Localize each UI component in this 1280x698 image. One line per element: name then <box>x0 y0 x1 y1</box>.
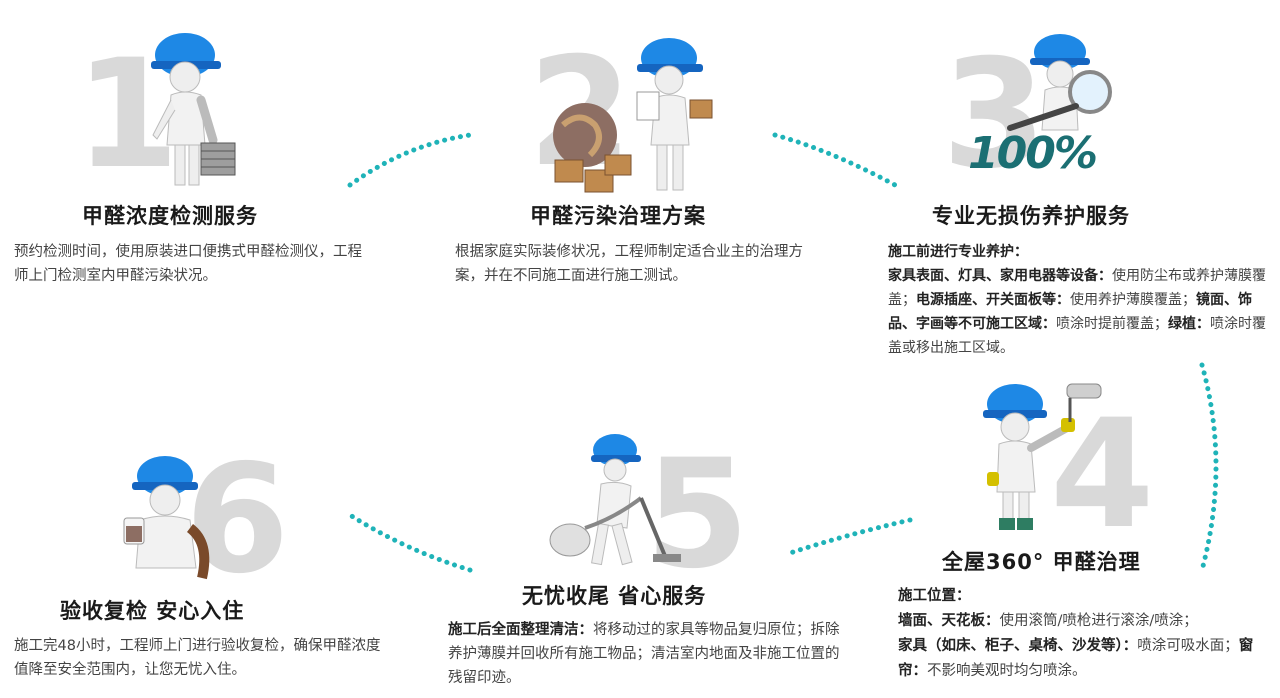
desc-bold-1: 家具表面、灯具、家用电器等设备： <box>888 268 1112 284</box>
desc-text-2: 喷涂可吸水面； <box>1137 638 1239 654</box>
desc-bold-2: 家具（如床、柜子、桌椅、沙发等）： <box>898 638 1138 654</box>
step-title: 甲醛浓度检测服务 <box>82 204 258 228</box>
desc-bold-3: 镜面、饰品、字画等不可施工区域： <box>888 292 1252 332</box>
step-title: 甲醛污染治理方案 <box>530 204 706 228</box>
desc-text-1: 使用防尘布或养护薄膜覆盖； <box>888 268 1266 308</box>
step-description: 预约检测时间，使用原装进口便携式甲醛检测仪，工程师上门检测室内甲醛污染状况。 <box>14 244 362 284</box>
step-title: 专业无损伤养护服务 <box>932 204 1130 228</box>
step-description: 根据家庭实际装修状况，工程师制定适合业主的治理方案，并在不同施工面进行施工测试。 <box>455 244 803 284</box>
desc-bold-1: 施工后全面整理清洁： <box>448 622 593 638</box>
desc-bold-4: 绿植： <box>1168 316 1210 332</box>
step-number: 3 <box>942 28 1047 202</box>
connector-3-4 <box>1199 362 1219 573</box>
desc-bold-3: 窗帘： <box>898 638 1254 679</box>
desc-bold-2: 电源插座、开关面板等： <box>916 292 1070 308</box>
worker-magnifier-icon <box>1007 34 1112 131</box>
step-description: 施工后全面整理清洁：将移动过的家具等物品复归原位；拆除养护薄膜并回收所有施工物品… <box>448 618 843 690</box>
step-3: 3 100% 专业无损伤养护服务 施工前进行专业养护： 家具表面、灯具、家用电器… <box>880 0 1280 360</box>
desc-text-4: 喷涂时覆盖或移出施工区域。 <box>888 316 1266 356</box>
step-description: 施工前进行专业养护： 家具表面、灯具、家用电器等设备：使用防尘布或养护薄膜覆盖；… <box>888 240 1273 360</box>
desc-bold-1: 墙面、天花板： <box>898 613 1000 629</box>
desc-text-1: 将移动过的家具等物品复归原位；拆除养护薄膜并回收所有施工物品；清洁室内地面及非施… <box>448 622 840 686</box>
step-1: 1 甲醛浓度检测服务 预约检测时间，使用原装进口便携式甲醛检测仪，工程师上门检测… <box>0 0 420 320</box>
step-6: 6 验收复检 安心入住 施工完48小时，工程师上门进行验收复检，确保甲醛浓度值降… <box>0 400 420 698</box>
connector-2-3 <box>772 132 898 188</box>
worker-toolbox-icon <box>151 33 236 186</box>
step-title: 全屋360° 甲醛治理 <box>942 550 1141 574</box>
worker-vacuum-icon <box>549 434 681 566</box>
step-number: 5 <box>645 428 750 602</box>
desc-text-3: 喷涂时提前覆盖； <box>1056 316 1168 332</box>
step-title: 验收复检 安心入住 <box>60 599 245 623</box>
step-2: 2 甲醛污染治理方案 根据家庭实际装修状况，工程师制定适合业主的治理方案，并在不… <box>430 0 850 320</box>
connector-5-6 <box>347 512 473 573</box>
desc-intro: 施工位置： <box>898 588 971 604</box>
worker-paint-roller-icon <box>983 383 1102 530</box>
desc-text-3: 不影响美观时均匀喷涂。 <box>927 663 1087 679</box>
desc-text-1: 使用滚筒/喷枪进行滚涂/喷涂； <box>999 613 1198 629</box>
connector-4-5 <box>787 517 913 556</box>
connector-1-2 <box>347 132 473 188</box>
step-title: 无忧收尾 省心服务 <box>522 584 707 608</box>
percent-badge: 100% <box>968 128 1098 179</box>
step-4: 4 全屋360° 甲醛治理 施工位置： 墙面、天花板：使用滚筒/喷枪进行滚涂/喷… <box>880 360 1280 698</box>
step-5: 5 无忧收尾 省心服务 施工后全面整理清洁：将移动过的家具等物品复归原位；拆除养… <box>430 400 850 698</box>
worker-globe-clipboard-icon <box>553 38 713 193</box>
desc-intro: 施工前进行专业养护： <box>888 244 1028 260</box>
step-description: 施工完48小时，工程师上门进行验收复检，确保甲醛浓度值降至安全范围内，让您无忧入… <box>14 638 381 678</box>
worker-relaxing-icon <box>123 456 210 580</box>
desc-text-2: 使用养护薄膜覆盖； <box>1070 292 1196 308</box>
step-description: 施工位置： 墙面、天花板：使用滚筒/喷枪进行滚涂/喷涂； 家具（如床、柜子、桌椅… <box>898 584 1278 684</box>
